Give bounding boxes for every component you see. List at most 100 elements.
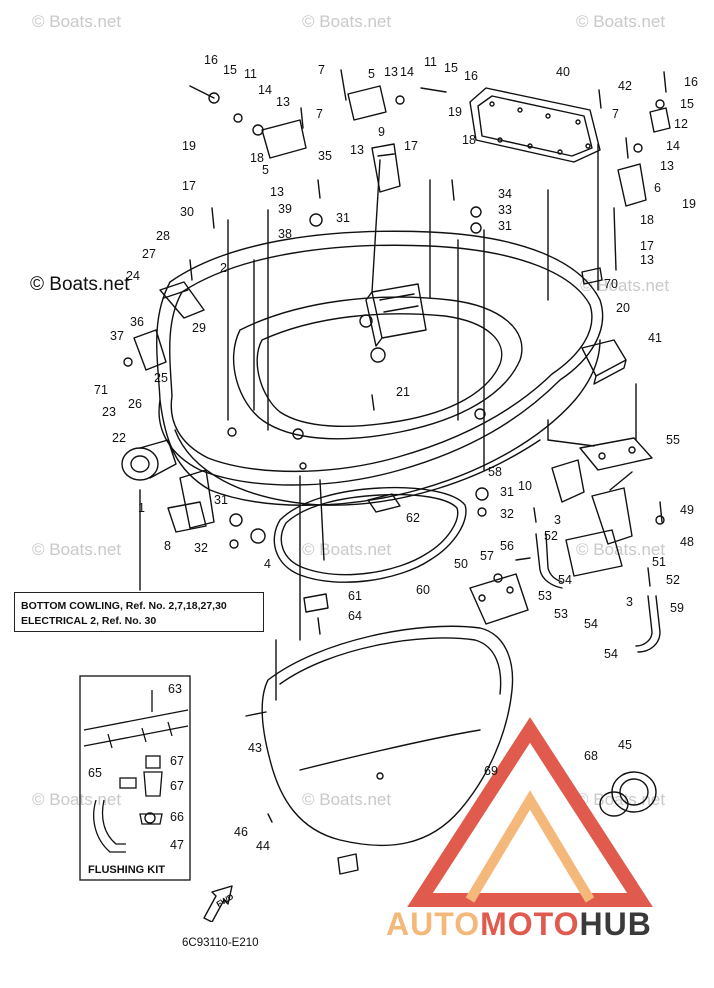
- callout: 13: [640, 253, 654, 267]
- callout: 35: [318, 149, 332, 163]
- callout: 1: [138, 501, 145, 515]
- callout: 37: [110, 329, 124, 343]
- callout: 53: [538, 589, 552, 603]
- callout: 19: [182, 139, 196, 153]
- callout: 40: [556, 65, 570, 79]
- callout: 33: [498, 203, 512, 217]
- callout: 36: [130, 315, 144, 329]
- callout: 31: [336, 211, 350, 225]
- callout: 15: [444, 61, 458, 75]
- callout: 16: [684, 75, 698, 89]
- brand-text-1: AUTO: [386, 906, 481, 942]
- callout: 3: [554, 513, 561, 527]
- callout: 6: [654, 181, 661, 195]
- callout: 11: [244, 67, 257, 81]
- watermark: © Boats.net: [302, 12, 392, 31]
- callout: 15: [680, 97, 694, 111]
- callout: 54: [584, 617, 598, 631]
- callout: 62: [406, 511, 420, 525]
- callout: 14: [400, 65, 414, 79]
- callout: 25: [154, 371, 168, 385]
- watermark: © Boats.net: [576, 540, 666, 559]
- callout: 69: [484, 764, 498, 778]
- callout: 13: [276, 95, 290, 109]
- watermark: © Boats.net: [32, 790, 122, 809]
- callout: 13: [384, 65, 398, 79]
- callout: 38: [278, 227, 292, 241]
- callout: 39: [278, 202, 292, 216]
- callout: 45: [618, 738, 632, 752]
- callout: 67: [170, 754, 184, 768]
- watermark: © Boats.net: [32, 540, 122, 559]
- callout: 49: [680, 503, 694, 517]
- watermark: © Boats.net: [580, 276, 670, 295]
- callout: 26: [128, 397, 142, 411]
- callout: 54: [604, 647, 618, 661]
- callout: 18: [640, 213, 654, 227]
- callout: 17: [404, 139, 418, 153]
- brand-text-2: MOTO: [480, 906, 580, 942]
- callout: 41: [648, 331, 662, 345]
- callout: 47: [170, 838, 184, 852]
- callout: 67: [170, 779, 184, 793]
- callout: 10: [518, 479, 532, 493]
- callout: 34: [498, 187, 512, 201]
- fwd-arrow-icon: FWD: [203, 885, 235, 922]
- callout: 13: [270, 185, 284, 199]
- callout: 11: [424, 55, 437, 69]
- callout: 21: [396, 385, 410, 399]
- callout: 20: [616, 301, 630, 315]
- callout: 52: [544, 529, 558, 543]
- callout: 44: [256, 839, 270, 853]
- watermark: © Boats.net: [302, 790, 392, 809]
- callout: 57: [480, 549, 494, 563]
- callout: 15: [223, 63, 237, 77]
- callout: 50: [454, 557, 468, 571]
- callout: 9: [378, 125, 385, 139]
- callout: 13: [350, 143, 364, 157]
- callout: 13: [660, 159, 674, 173]
- reference-line-1: BOTTOM COWLING, Ref. No. 2,7,18,27,30: [21, 600, 227, 612]
- callout: 18: [462, 133, 476, 147]
- watermark: © Boats.net: [32, 12, 122, 31]
- callout: 64: [348, 609, 362, 623]
- callout: 7: [318, 63, 325, 77]
- callout: 42: [618, 79, 632, 93]
- callout: 70: [604, 277, 618, 291]
- callout: 14: [666, 139, 680, 153]
- brand-text-3: HUB: [579, 906, 652, 942]
- callout: 66: [170, 810, 184, 824]
- brand-logo: AUTOMOTOHUB: [386, 906, 652, 943]
- callout: 54: [558, 573, 572, 587]
- callout: 31: [500, 485, 514, 499]
- callout: 16: [464, 69, 478, 83]
- callout: 4: [264, 557, 271, 571]
- callout: 51: [652, 555, 666, 569]
- callout: 5: [262, 163, 269, 177]
- callout: 31: [498, 219, 512, 233]
- callout: 27: [142, 247, 156, 261]
- callout: 12: [674, 117, 688, 131]
- callout: 58: [488, 465, 502, 479]
- callout: 8: [164, 539, 171, 553]
- callout: 48: [680, 535, 694, 549]
- callout: 55: [666, 433, 680, 447]
- callout: 28: [156, 229, 170, 243]
- callout: 7: [612, 107, 619, 121]
- callout: 29: [192, 321, 206, 335]
- callout: 23: [102, 405, 116, 419]
- watermark-bold: © Boats.net: [30, 274, 130, 295]
- flushing-kit-label: FLUSHING KIT: [88, 864, 165, 876]
- reference-box: BOTTOM COWLING, Ref. No. 2,7,18,27,30 EL…: [14, 592, 264, 632]
- callout: 61: [348, 589, 362, 603]
- callout: 63: [168, 682, 182, 696]
- callout: 18: [250, 151, 264, 165]
- callout: 60: [416, 583, 430, 597]
- callout: 30: [180, 205, 194, 219]
- callout: 17: [640, 239, 654, 253]
- callout: 16: [204, 53, 218, 67]
- callout: 43: [248, 741, 262, 755]
- reference-line-2: ELECTRICAL 2, Ref. No. 30: [21, 615, 157, 627]
- watermark: © Boats.net: [576, 12, 666, 31]
